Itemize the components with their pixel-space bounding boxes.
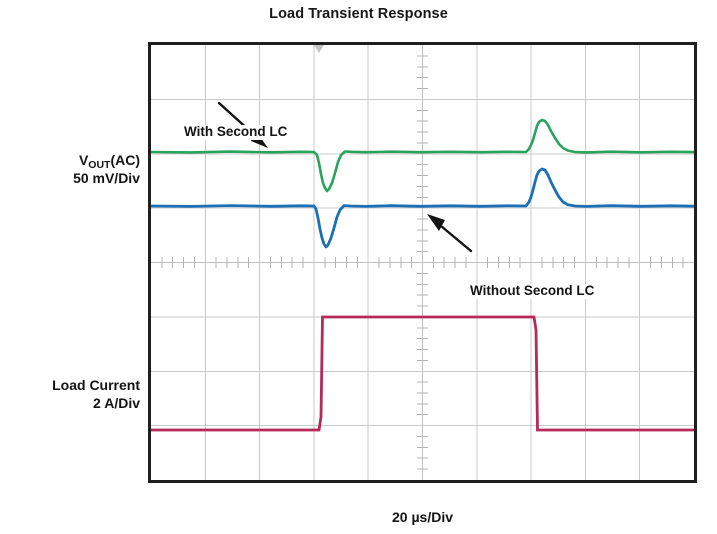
y-axis-label-current-line2: 2 A/Div: [93, 394, 140, 411]
grid-center-axes: [151, 45, 694, 480]
grid-minor-ticks-vertical: [417, 55, 428, 470]
chart-title: Load Transient Response: [269, 6, 448, 22]
oscilloscope-plot-area: With Second LC Without Second LC: [148, 42, 697, 483]
y-axis-label-vout: VOUT(AC) 50 mV/Div: [0, 152, 140, 188]
annotation-with-second-lc: With Second LC: [181, 124, 291, 140]
grid-minor-ticks-horizontal: [161, 257, 684, 268]
plot-inner: With Second LC Without Second LC: [151, 45, 694, 480]
vout-ac-suffix: (AC): [110, 152, 140, 168]
y-axis-label-load-current: Load Current 2 A/Div: [0, 377, 140, 413]
grid: [151, 45, 694, 480]
x-axis-label: 20 µs/Div: [392, 509, 453, 525]
trace-with-second-lc: [151, 118, 694, 193]
traces: [151, 118, 694, 432]
vout-symbol: V: [78, 152, 89, 168]
y-axis-label-current-line1: Load Current: [52, 377, 140, 393]
y-axis-label-vout-line2: 50 mV/Div: [73, 169, 140, 186]
trigger-marker-icon: [314, 45, 324, 53]
trace-without-second-lc: [151, 167, 694, 249]
y-axis-label-vout-line1: VOUT(AC): [0, 152, 140, 171]
annotation-without-second-lc: Without Second LC: [467, 283, 598, 299]
trace-load-current: [151, 315, 694, 432]
vout-subscript: OUT: [88, 159, 111, 171]
